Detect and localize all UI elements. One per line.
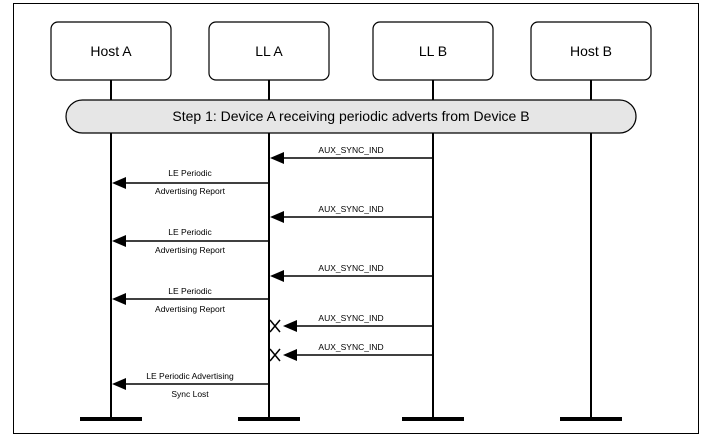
lost-x-mark-icon: [269, 319, 281, 333]
entity-box: [530, 21, 652, 81]
message-label: AUX_SYNC_IND: [318, 342, 383, 352]
message-9: LE Periodic Advertising Sync Lost: [112, 371, 269, 399]
message-label: LE Periodic: [168, 286, 212, 296]
entity-host-b: Host B: [530, 21, 652, 81]
message-4: LE Periodic Advertising Report: [112, 227, 269, 255]
message-arrowhead: [112, 235, 126, 247]
entity-label: LL A: [255, 43, 283, 59]
message-arrowhead: [112, 177, 126, 189]
message-7-lost: AUX_SYNC_IND: [269, 313, 433, 333]
message-label: AUX_SYNC_IND: [318, 145, 383, 155]
message-5: AUX_SYNC_IND: [270, 263, 433, 282]
message-6: LE Periodic Advertising Report: [112, 286, 269, 314]
step-banner: Step 1: Device A receiving periodic adve…: [65, 99, 637, 134]
lifelines: [80, 80, 622, 421]
message-label: Sync Lost: [171, 389, 209, 399]
entity-ll-a: LL A: [208, 21, 330, 81]
message-1: AUX_SYNC_IND: [270, 145, 433, 164]
entity-label: Host A: [90, 43, 132, 59]
entity-label: Host B: [570, 43, 612, 59]
message-label: LE Periodic: [168, 227, 212, 237]
message-label: AUX_SYNC_IND: [318, 263, 383, 273]
step-box: [65, 99, 637, 134]
message-arrowhead: [270, 152, 284, 164]
entity-box: [50, 21, 172, 81]
entity-box: [372, 21, 494, 81]
message-2: LE Periodic Advertising Report: [112, 168, 269, 196]
message-arrowhead: [283, 320, 297, 332]
message-arrowhead: [270, 270, 284, 282]
message-label: Advertising Report: [155, 304, 226, 314]
message-label: Advertising Report: [155, 245, 226, 255]
message-arrowhead: [283, 349, 297, 361]
message-label: AUX_SYNC_IND: [318, 313, 383, 323]
lost-x-mark-icon: [269, 348, 281, 362]
message-label: LE Periodic: [168, 168, 212, 178]
message-arrowhead: [112, 293, 126, 305]
message-label: LE Periodic Advertising: [146, 371, 234, 381]
entity-ll-b: LL B: [372, 21, 494, 81]
message-label: AUX_SYNC_IND: [318, 204, 383, 214]
entity-host-a: Host A: [50, 21, 172, 81]
step-label: Step 1: Device A receiving periodic adve…: [172, 108, 529, 124]
messages: AUX_SYNC_IND LE Periodic Advertising Rep…: [112, 145, 433, 399]
message-arrowhead: [112, 378, 126, 390]
message-3: AUX_SYNC_IND: [270, 204, 433, 223]
message-8-lost: AUX_SYNC_IND: [269, 342, 433, 362]
message-label: Advertising Report: [155, 186, 226, 196]
entity-box: [208, 21, 330, 81]
message-arrowhead: [270, 211, 284, 223]
entity-label: LL B: [419, 43, 447, 59]
